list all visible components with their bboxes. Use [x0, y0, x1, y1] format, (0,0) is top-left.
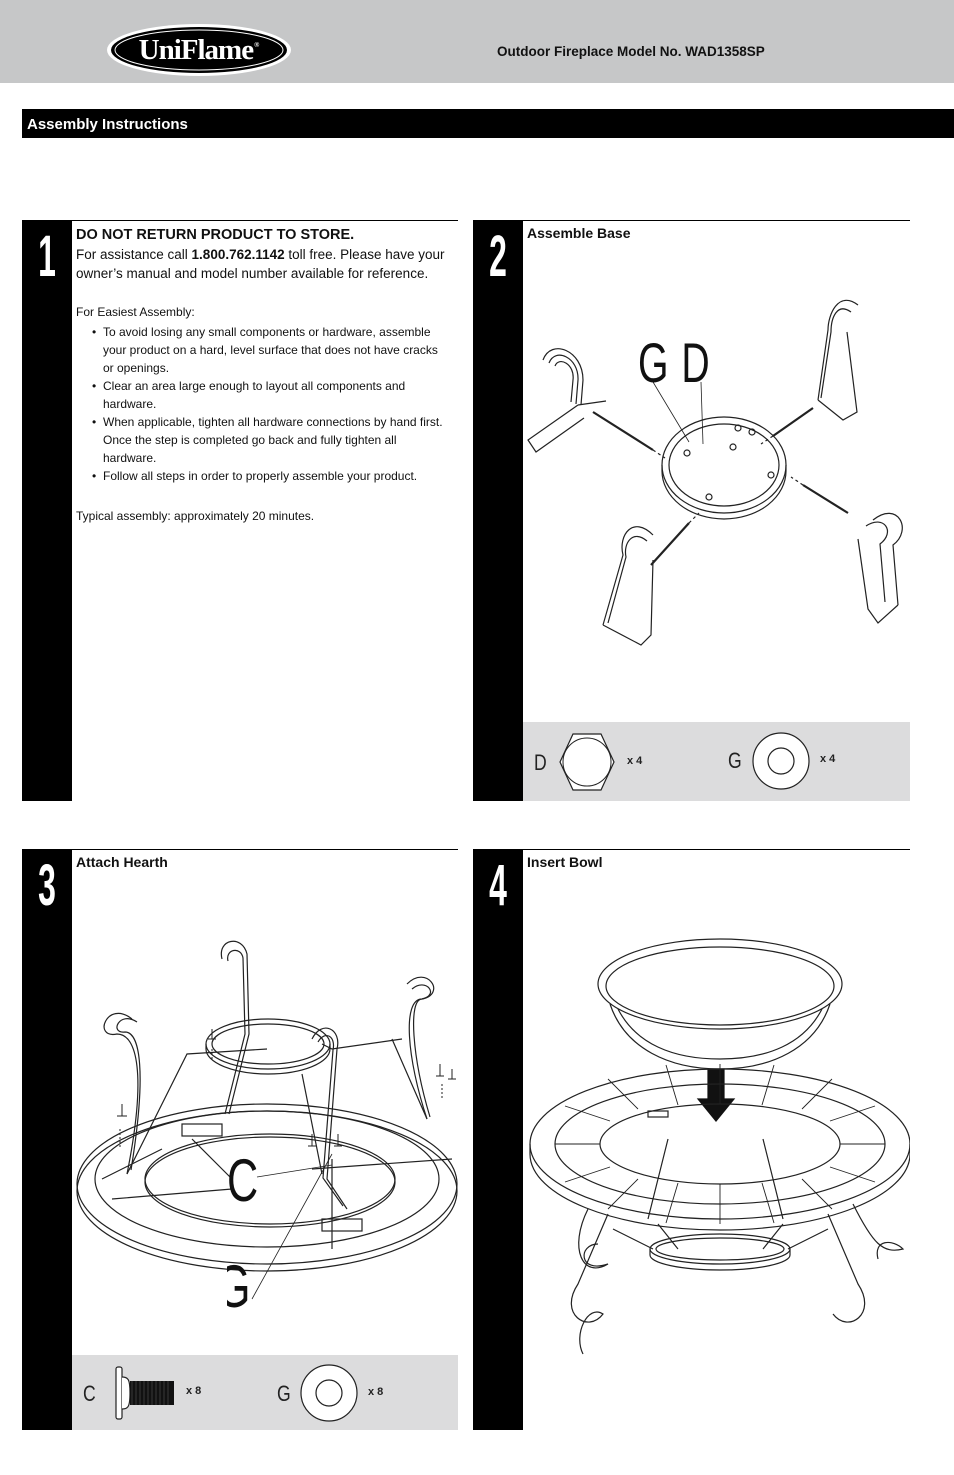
brand-logo: UniFlame®: [104, 22, 294, 78]
callout-D: D: [681, 332, 709, 390]
panel-rule: [72, 849, 458, 850]
step-4-panel: 4 Insert Bowl: [473, 849, 910, 1430]
easiest-label: For Easiest Assembly:: [76, 305, 195, 319]
hardware-qty: x 4: [627, 755, 643, 767]
bolt-icon: [115, 1366, 174, 1420]
hex-nut-icon: [559, 733, 615, 791]
logo-oval: [107, 24, 291, 76]
hardware-letter: G: [728, 748, 742, 773]
step-number-3: 3: [22, 849, 72, 1430]
hardware-letter: C: [83, 1381, 96, 1406]
step-3-panel: 3 Attach Hearth: [22, 849, 458, 1430]
list-item: Clear an area large enough to layout all…: [76, 377, 448, 413]
list-item: When applicable, tighten all hardware co…: [76, 413, 448, 467]
panel-rule: [523, 220, 910, 221]
washer-icon: [300, 1364, 358, 1422]
section-title: Assembly Instructions: [27, 116, 188, 133]
step-number-1: 1: [22, 220, 72, 801]
step-2-panel: 2 Assemble Base: [473, 220, 910, 801]
hardware-strip: C x 8 G x 8: [72, 1355, 458, 1430]
hardware-qty: x 8: [186, 1385, 202, 1397]
brand-wordmark: UniFlame®: [138, 33, 260, 66]
header-bar: UniFlame® Outdoor Fireplace Model No. WA…: [0, 0, 954, 83]
step-2-title: Assemble Base: [527, 225, 631, 241]
callout-G: G: [227, 1254, 251, 1309]
hearth-assembly-illustration: [76, 940, 458, 1300]
step-3-title: Attach Hearth: [76, 854, 168, 870]
tips-list: To avoid losing any small components or …: [76, 323, 448, 485]
hardware-qty: x 4: [820, 753, 836, 765]
hardware-strip: D x 4 G x 4: [523, 722, 910, 801]
typical-time: Typical assembly: approximately 20 minut…: [76, 509, 315, 523]
step-1-heading: DO NOT RETURN PRODUCT TO STORE.: [76, 227, 355, 243]
step-4-title: Insert Bowl: [527, 854, 603, 870]
callout-labels: G D: [638, 332, 710, 390]
step-number-4: 4: [473, 849, 523, 1430]
bowl-insert-illustration: [529, 938, 910, 1355]
hardware-qty: x 8: [368, 1386, 384, 1398]
hardware-letter: D: [534, 750, 547, 775]
step-number-2: 2: [473, 220, 523, 801]
list-item: Follow all steps in order to properly as…: [76, 467, 448, 485]
section-header: Assembly Instructions: [22, 109, 954, 138]
washer-icon: [752, 732, 810, 790]
list-item: To avoid losing any small components or …: [76, 323, 448, 377]
phone-number: 1.800.762.1142: [191, 247, 285, 262]
hardware-letter: G: [277, 1381, 291, 1406]
step-1-panel: 1: [22, 220, 458, 801]
step-1-text: DO NOT RETURN PRODUCT TO STORE. For assi…: [76, 226, 448, 525]
callout-G: G: [638, 332, 668, 390]
callout-C: C: [227, 1149, 258, 1215]
callout-labels: C G: [227, 1149, 258, 1309]
panel-rule: [523, 849, 910, 850]
panel-rule: [72, 220, 458, 221]
model-number: Outdoor Fireplace Model No. WAD1358SP: [497, 44, 765, 59]
assistance-text: For assistance call 1.800.762.1142 toll …: [76, 247, 445, 281]
base-assembly-illustration: [527, 299, 903, 646]
